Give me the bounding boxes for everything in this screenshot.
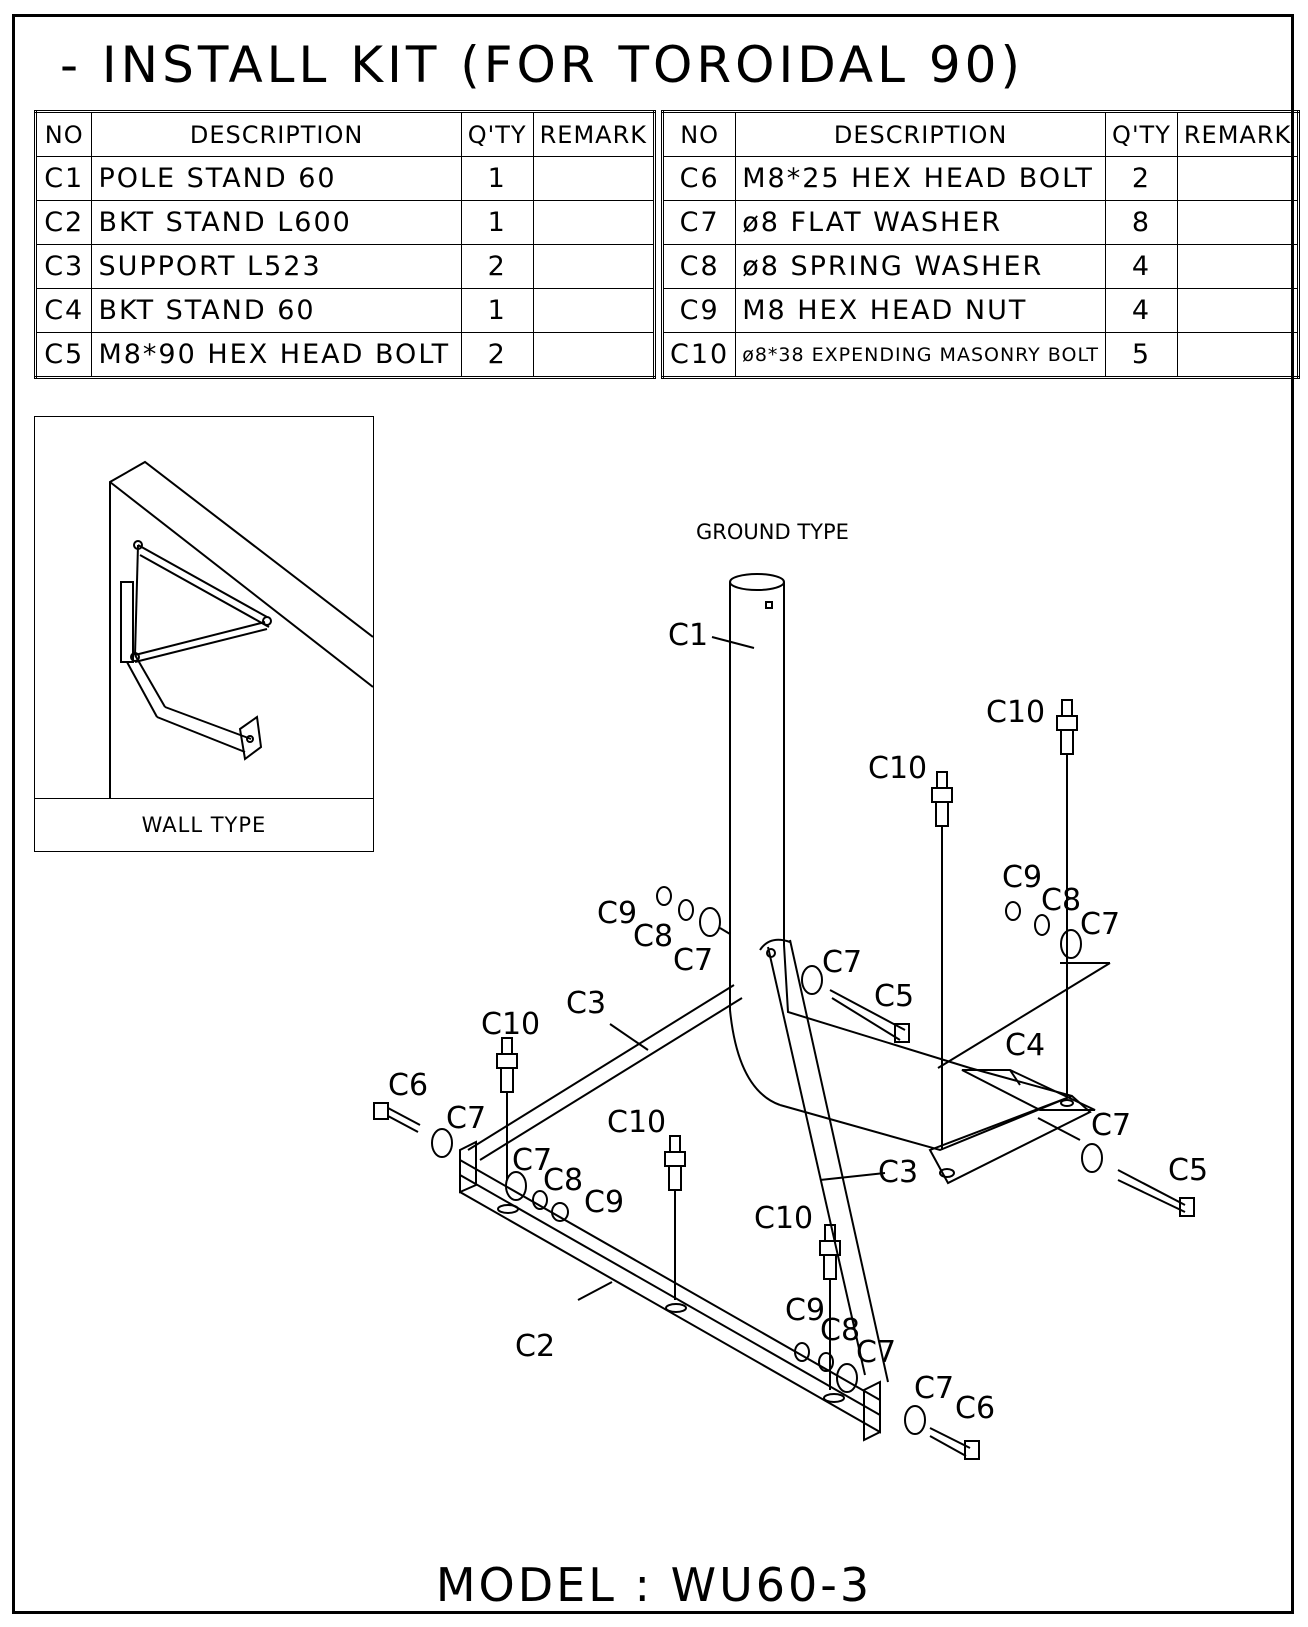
masonry-bolt-group	[496, 699, 1078, 1390]
callout-c7: C7	[673, 943, 713, 978]
part-qty: 1	[460, 288, 534, 333]
part-remark	[1176, 288, 1300, 333]
callout-c8: C8	[543, 1163, 583, 1198]
callout-c2: C2	[515, 1329, 555, 1364]
part-remark	[532, 332, 656, 378]
part-description: ø8*38 EXPENDING MASONRY BOLT	[735, 332, 1107, 378]
callout-c10: C10	[481, 1007, 540, 1042]
callout-c7: C7	[914, 1371, 954, 1406]
part-description: ø8 SPRING WASHER	[735, 244, 1107, 289]
callout-c8: C8	[633, 919, 673, 954]
drawing-sheet	[12, 14, 1294, 1614]
part-qty: 8	[1105, 200, 1178, 245]
part-qty: 2	[460, 332, 534, 378]
part-no: C2	[34, 200, 93, 245]
callout-c4: C4	[1005, 1028, 1045, 1063]
callout-c8: C8	[1041, 883, 1081, 918]
part-remark	[1176, 156, 1300, 201]
part-description: M8*25 HEX HEAD BOLT	[735, 156, 1107, 201]
callout-c10: C10	[986, 695, 1045, 730]
header-remark: REMARK	[1176, 111, 1300, 157]
callout-c7: C7	[512, 1143, 552, 1178]
header-description: DESCRIPTION	[735, 111, 1107, 157]
part-remark	[1176, 200, 1300, 245]
header-no: NO	[661, 111, 737, 157]
callout-c1: C1	[668, 618, 708, 653]
callout-c10: C10	[607, 1105, 666, 1140]
part-description: M8 HEX HEAD NUT	[735, 288, 1107, 333]
model-number: MODEL : WU60-3	[435, 1558, 873, 1612]
part-no: C3	[34, 244, 93, 289]
callout-c6: C6	[955, 1391, 995, 1426]
part-no: C10	[661, 332, 737, 378]
part-remark	[1176, 332, 1300, 378]
callout-labels: C1 C10 C10 C9 C8 C7 C9 C8 C7 C7 C5 C3 C4…	[388, 618, 1208, 1426]
callout-c10: C10	[754, 1201, 813, 1236]
part-remark	[532, 156, 656, 201]
part-description: BKT STAND 60	[91, 288, 462, 333]
part-no: C1	[34, 156, 93, 201]
callout-c5: C5	[1168, 1153, 1208, 1188]
callout-c7: C7	[856, 1335, 896, 1370]
callout-c3: C3	[566, 986, 606, 1021]
callout-c7: C7	[446, 1101, 486, 1136]
callout-c7: C7	[1080, 907, 1120, 942]
header-qty: Q'TY	[460, 111, 534, 157]
ground-type-label: GROUND TYPE	[696, 520, 849, 544]
part-no: C6	[661, 156, 737, 201]
callout-c7: C7	[822, 945, 862, 980]
callout-c7: C7	[1091, 1108, 1131, 1143]
header-remark: REMARK	[532, 111, 656, 157]
callout-c9: C9	[785, 1293, 825, 1328]
header-qty: Q'TY	[1105, 111, 1178, 157]
callout-c10: C10	[868, 751, 927, 786]
part-remark	[532, 200, 656, 245]
part-description: ø8 FLAT WASHER	[735, 200, 1107, 245]
callout-c5: C5	[874, 979, 914, 1014]
callout-c3: C3	[878, 1155, 918, 1190]
part-no: C5	[34, 332, 93, 378]
callout-c6: C6	[388, 1068, 428, 1103]
part-description: SUPPORT L523	[91, 244, 462, 289]
callout-c8: C8	[820, 1313, 860, 1348]
wall-type-inset: WALL TYPE	[34, 416, 374, 852]
part-description: M8*90 HEX HEAD BOLT	[91, 332, 462, 378]
callout-c9: C9	[597, 896, 637, 931]
part-qty: 2	[1105, 156, 1178, 201]
wall-type-illustration	[109, 460, 373, 799]
part-no: C7	[661, 200, 737, 245]
part-description: POLE STAND 60	[91, 156, 462, 201]
table-header-row: NO DESCRIPTION Q'TY REMARK	[661, 111, 1300, 157]
callout-c9: C9	[1002, 860, 1042, 895]
pole-top	[729, 573, 785, 591]
part-qty: 1	[460, 200, 534, 245]
part-no: C9	[661, 288, 737, 333]
header-no: NO	[34, 111, 93, 157]
page-title: - INSTALL KIT (FOR TOROIDAL 90)	[60, 36, 1024, 94]
part-no: C8	[661, 244, 737, 289]
callout-c9: C9	[584, 1185, 624, 1220]
wall-type-label: WALL TYPE	[35, 798, 373, 851]
part-no: C4	[34, 288, 93, 333]
